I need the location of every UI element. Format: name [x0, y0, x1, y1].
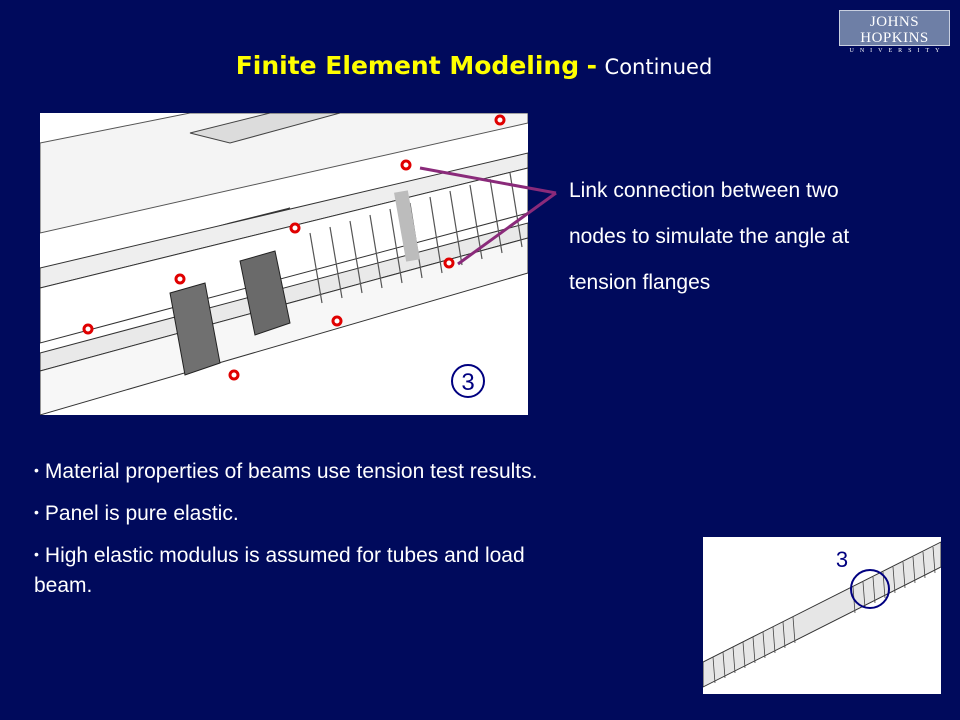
bullet-item: • Panel is pure elastic.: [34, 497, 574, 529]
jhu-logo: JOHNS HOPKINS UNIVERSITY: [839, 10, 950, 54]
slide-title: Finite Element Modeling - Continued: [0, 50, 948, 81]
inset-marker-label: 3: [836, 547, 848, 572]
title-dash: -: [586, 51, 598, 80]
section-marker-circle: [451, 364, 485, 398]
node-marker: [82, 323, 94, 335]
fe-model-detail-image: 3: [40, 113, 528, 415]
logo-line2: UNIVERSITY: [849, 48, 946, 54]
section-marker-label: 3: [461, 369, 474, 396]
fe-model-overview-drawing: 3: [703, 541, 941, 688]
node-marker: [331, 315, 343, 327]
node-marker: [289, 222, 301, 234]
fe-model-overview-image: 3: [703, 537, 941, 694]
title-sub: Continued: [604, 55, 713, 79]
inset-marker-circle: [850, 569, 890, 609]
title-main: Finite Element Modeling: [235, 51, 580, 80]
bullet-dot-icon: •: [34, 504, 39, 520]
bullet-dot-icon: •: [34, 462, 39, 478]
bullet-item: • Material properties of beams use tensio…: [34, 455, 574, 487]
fe-model-detail-drawing: 3: [40, 113, 528, 415]
callout-line1: Link connection between two: [569, 179, 839, 202]
bullet-text: Material properties of beams use tension…: [44, 460, 538, 483]
node-marker: [174, 273, 186, 285]
node-marker: [494, 114, 506, 126]
link-connection-callout: Link connection between two nodes to sim…: [569, 168, 949, 306]
node-marker: [400, 159, 412, 171]
bullet-list: • Material properties of beams use tensio…: [34, 455, 574, 611]
bullet-dot-icon: •: [34, 546, 39, 562]
node-marker: [228, 369, 240, 381]
bullet-text: Panel is pure elastic.: [44, 502, 239, 525]
bullet-text: High elastic modulus is assumed for tube…: [34, 544, 525, 597]
callout-line3: tension flanges: [569, 271, 711, 294]
logo-line1: JOHNS HOPKINS: [860, 14, 929, 46]
callout-line2: nodes to simulate the angle at: [569, 225, 850, 248]
bullet-item: •High elastic modulus is assumed for tub…: [34, 539, 574, 601]
node-marker: [443, 257, 455, 269]
